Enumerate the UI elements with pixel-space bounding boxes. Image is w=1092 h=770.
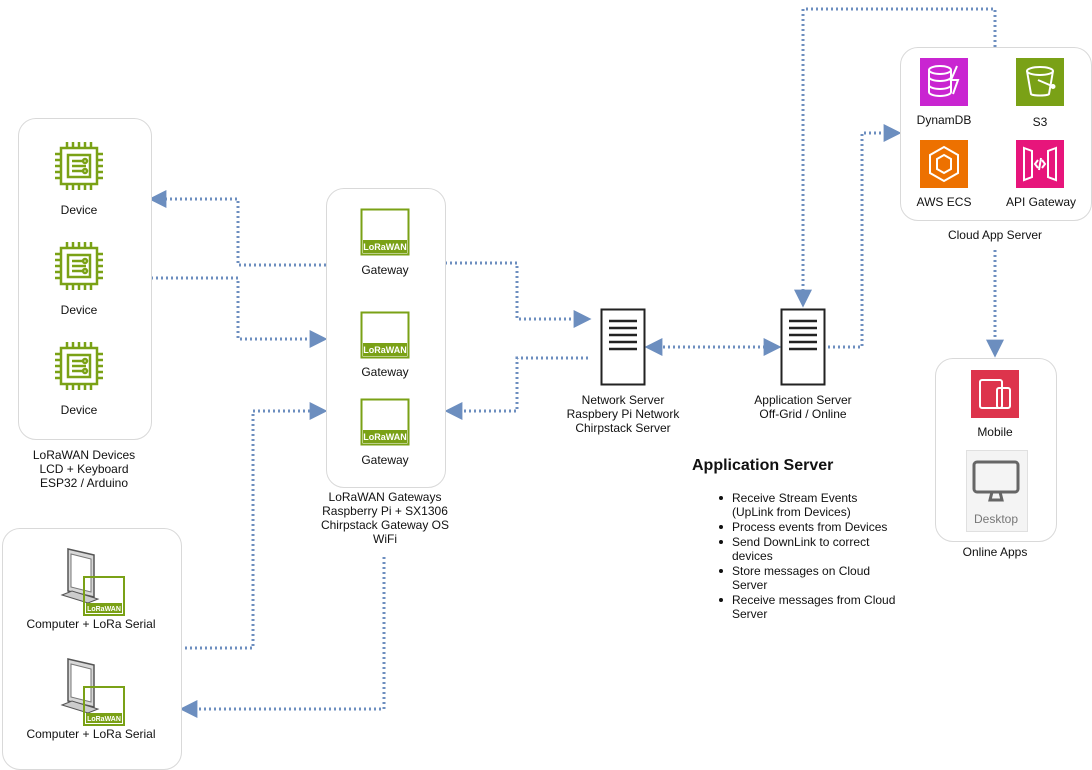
- gateway-label-2: Gateway: [361, 365, 409, 379]
- application-server-label-line: Off-Grid / Online: [759, 407, 847, 421]
- gateways-caption: LoRaWAN Gateways Raspberry Pi + SX1306 C…: [305, 490, 465, 546]
- monitor-icon: [972, 460, 1020, 502]
- app-notes-item: Send DownLink to correct devices: [719, 535, 902, 563]
- devices-caption-line: ESP32 / Arduino: [39, 476, 129, 490]
- app-notes-title: Application Server: [692, 457, 834, 474]
- gateways-caption-line: Raspberry Pi + SX1306: [322, 504, 448, 518]
- gateway-badge: LoRaWAN: [363, 432, 407, 442]
- s3-bucket-icon: [1016, 58, 1064, 106]
- network-server-label-line: Network Server: [581, 393, 665, 407]
- computer-label-2: Computer + LoRa Serial: [26, 727, 156, 741]
- desktop-label: Desktop: [973, 512, 1019, 526]
- app-notes-list: Receive Stream Events (UpLink from Devic…: [714, 491, 902, 622]
- network-server-label-line: Raspbery Pi Network: [566, 407, 680, 421]
- device-label-2: Device: [60, 303, 98, 317]
- dynamodb-label: DynamDB: [916, 113, 972, 127]
- ecs-icon: [920, 140, 968, 188]
- desktop-computer-icon: LoRaWAN: [60, 658, 125, 726]
- link-gateway1-to-network-server: [445, 261, 592, 328]
- microchip-icon: [55, 342, 103, 390]
- application-server-label: Application Server Off-Grid / Online: [730, 393, 876, 421]
- devices-caption-line: LCD + Keyboard: [39, 462, 129, 476]
- link-network-server-to-gateway3: [444, 356, 588, 420]
- ecs-label: AWS ECS: [916, 195, 972, 209]
- api-gateway-label: API Gateway: [1005, 195, 1077, 209]
- application-server-icon: [780, 308, 826, 386]
- devices-caption-line: LoRaWAN Devices: [32, 448, 136, 462]
- app-notes-item: Receive messages from Cloud Server: [719, 593, 902, 621]
- network-server-icon: [600, 308, 646, 386]
- mobile-icon: [971, 370, 1019, 418]
- microchip-icon: [55, 142, 103, 190]
- link-application-to-cloud: [828, 124, 902, 349]
- app-notes-item: Store messages on Cloud Server: [719, 564, 902, 592]
- link-computer1-to-gateway3: [180, 402, 328, 650]
- devices-caption: LoRaWAN Devices LCD + Keyboard ESP32 / A…: [14, 448, 154, 490]
- microchip-icon: [55, 242, 103, 290]
- gateway-label-1: Gateway: [361, 263, 409, 277]
- gateways-caption-line: Chirpstack Gateway OS: [320, 518, 450, 532]
- app-notes-item: Receive Stream Events (UpLink from Devic…: [719, 491, 902, 519]
- gateways-caption-line: WiFi: [373, 532, 397, 546]
- network-server-label: Network Server Raspbery Pi Network Chirp…: [548, 393, 698, 435]
- lorawan-gateway-icon: LoRaWAN: [360, 311, 410, 359]
- lorawan-gateway-icon: LoRaWAN: [360, 208, 410, 256]
- app-notes-item: Process events from Devices: [719, 520, 902, 534]
- link-gateway1-to-devices: [148, 190, 326, 267]
- gateways-caption-line: LoRaWAN Gateways: [328, 490, 442, 504]
- desktop-computer-icon: LoRaWAN: [60, 548, 125, 616]
- application-server-label-line: Application Server: [754, 393, 852, 407]
- device-label-1: Device: [60, 203, 98, 217]
- lorawan-gateway-icon: LoRaWAN: [360, 398, 410, 446]
- s3-label: S3: [1032, 115, 1048, 129]
- computer-label-1: Computer + LoRa Serial: [26, 617, 156, 631]
- network-server-label-line: Chirpstack Server: [575, 421, 671, 435]
- device-label-3: Device: [60, 403, 98, 417]
- gateway-label-3: Gateway: [361, 453, 409, 467]
- mobile-label: Mobile: [977, 425, 1013, 439]
- online-apps-caption: Online Apps: [962, 545, 1028, 559]
- dynamodb-icon: [920, 58, 968, 106]
- api-gateway-icon: [1016, 140, 1064, 188]
- computer-badge: LoRaWAN: [87, 606, 121, 613]
- gateway-badge: LoRaWAN: [363, 345, 407, 355]
- gateway-badge: LoRaWAN: [363, 242, 407, 252]
- computer-badge: LoRaWAN: [87, 716, 121, 723]
- link-gateway-to-computer2: [179, 557, 386, 718]
- cloud-caption: Cloud App Server: [947, 228, 1043, 242]
- link-devices-to-gateway2: [151, 276, 328, 348]
